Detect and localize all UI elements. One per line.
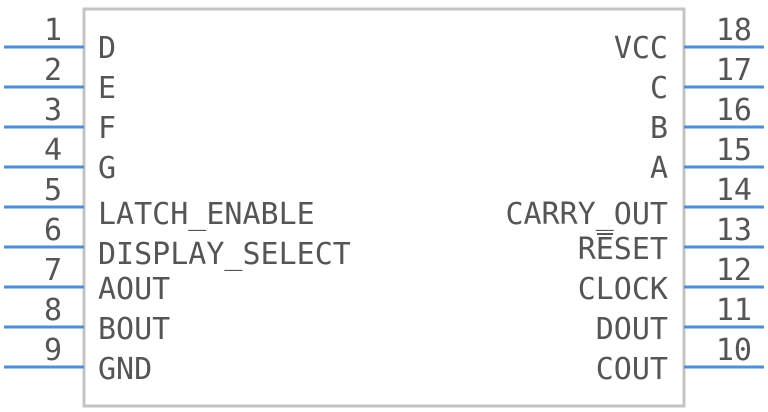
- pin-7-number: 7: [44, 253, 62, 288]
- pin-14-label: CARRY_OUT: [505, 197, 668, 232]
- pin-18-label: VCC: [614, 31, 668, 66]
- pin-16-label: B: [650, 111, 668, 146]
- pin-5-label: LATCH_ENABLE: [98, 197, 315, 232]
- ic-body: [82, 7, 686, 408]
- pin-13-number: 13: [716, 213, 752, 248]
- pin-9-label: GND: [98, 352, 152, 387]
- pin-6-number: 6: [44, 213, 62, 248]
- pin-3-number: 3: [44, 93, 62, 128]
- pin-17-label: C: [650, 71, 668, 106]
- pin-6-label: DISPLAY_SELECT: [98, 237, 351, 272]
- pin-1-number: 1: [44, 13, 62, 48]
- pin-8-label: BOUT: [98, 312, 170, 347]
- pin-3-label: F: [98, 111, 116, 146]
- pin-8-number: 8: [44, 293, 62, 328]
- pin-4-number: 4: [44, 133, 62, 168]
- pin-7-label: AOUT: [98, 272, 170, 307]
- pin-18-number: 18: [716, 13, 752, 48]
- pin-13-label: RESET: [578, 232, 668, 267]
- pin-12-number: 12: [716, 253, 752, 288]
- pin-15-label: A: [650, 151, 668, 186]
- pin-11-label: DOUT: [596, 312, 668, 347]
- pin-16-number: 16: [716, 93, 752, 128]
- pin-2-number: 2: [44, 53, 62, 88]
- pin-4-label: G: [98, 151, 116, 186]
- pin-9-number: 9: [44, 333, 62, 368]
- pin-1-label: D: [98, 31, 116, 66]
- pin-11-number: 11: [716, 293, 752, 328]
- pin-12-label: CLOCK: [578, 272, 668, 307]
- pin-2-label: E: [98, 71, 116, 106]
- pin-10-label: COUT: [596, 352, 668, 387]
- pin-5-number: 5: [44, 173, 62, 208]
- pin-10-number: 10: [716, 333, 752, 368]
- pin-15-number: 15: [716, 133, 752, 168]
- pin-17-number: 17: [716, 53, 752, 88]
- pin-14-number: 14: [716, 173, 752, 208]
